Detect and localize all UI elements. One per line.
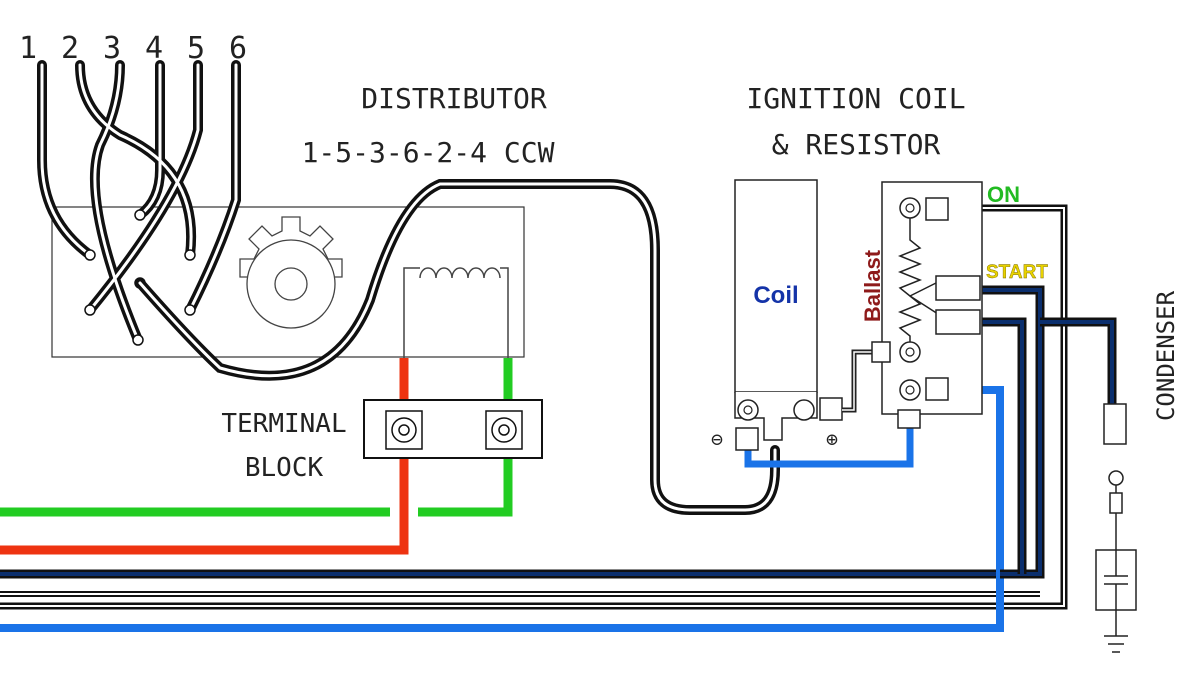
distributor-title: DISTRIBUTOR	[361, 82, 547, 115]
firing-order: 1-5-3-6-2-4 CCW	[302, 136, 555, 169]
spark-plug-wires	[37, 60, 241, 346]
coil-lead-wire	[135, 179, 780, 515]
distributor-gear	[239, 216, 343, 329]
terminal-block-label-line1: TERMINAL	[221, 409, 346, 439]
terminal-block-label-line2: BLOCK	[245, 453, 324, 483]
condenser-label: CONDENSER	[1152, 290, 1180, 421]
coil-title-line2: & RESISTOR	[772, 128, 941, 161]
coil-negative-terminal: ⊖	[711, 427, 723, 451]
harness-wires	[0, 204, 1117, 632]
cylinder-label-6: 6	[229, 31, 247, 66]
cylinder-label-5: 5	[187, 31, 205, 66]
coil-body	[734, 179, 872, 451]
coil-label: Coil	[753, 282, 798, 309]
coil-title-line1: IGNITION COIL	[746, 82, 965, 115]
ballast-resistor	[871, 181, 983, 429]
terminal-block	[363, 399, 543, 459]
on-label: ON	[987, 182, 1020, 207]
cylinder-label-3: 3	[103, 31, 121, 66]
cylinder-label-2: 2	[61, 31, 79, 66]
cylinder-label-4: 4	[145, 31, 163, 66]
points-coil-symbol	[403, 267, 509, 358]
ballast-label: Ballast	[860, 249, 885, 322]
start-label: START	[986, 262, 1048, 283]
coil-to-ballast-wire	[744, 420, 914, 468]
condenser	[1095, 403, 1137, 653]
coil-positive-terminal: ⊕	[826, 427, 838, 451]
cylinder-labels: 1 2 3 4 5 6	[19, 31, 247, 66]
cylinder-label-1: 1	[19, 31, 37, 66]
